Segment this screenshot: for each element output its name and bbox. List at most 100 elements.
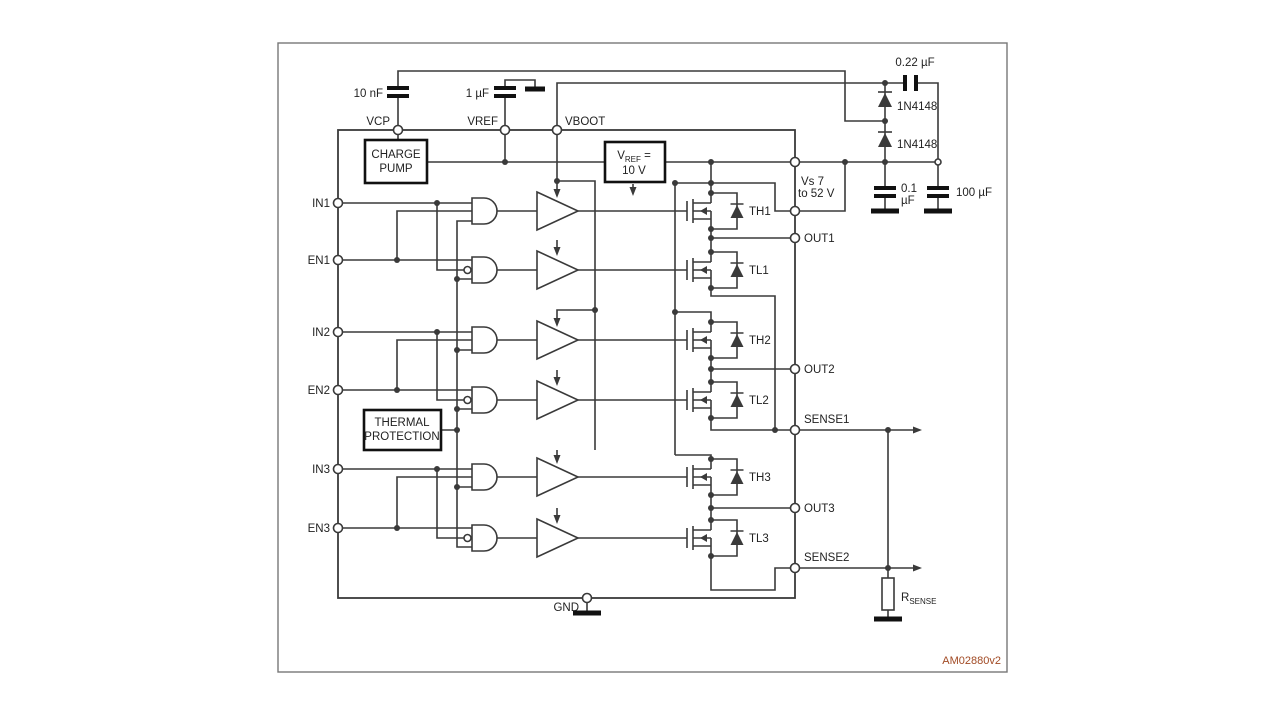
charge-pump-block [363,138,429,185]
value-label-01uf-2: µF [901,195,915,207]
body-diode-tl2 [710,381,745,419]
functional-blocks: CHARGE PUMP VREF = 10 V THERMAL PROTECTI… [362,138,667,452]
pin-label-sense1: SENSE1 [804,414,849,426]
charge-pump-label-2: PUMP [379,163,413,175]
figure-code: AM02880v2 [942,655,1001,667]
pin-label-in3: IN3 [312,464,330,476]
in2-terminal [332,326,344,338]
mosfet-tl2 [686,381,712,419]
buffer-supply-arrow-icon [553,515,561,524]
body-diode-th2 [710,321,745,359]
rsense-resistor [881,577,895,611]
vref-supply-arrow-icon [629,187,637,196]
diode-1n4148-bottom [877,131,893,148]
sense1-arrow-icon [913,426,922,434]
gnd-terminal [581,592,593,604]
supply-label-2: to 52 V [798,188,835,200]
mosfet-th1 [686,192,712,230]
vref-regulator-label-1: VREF = [617,150,651,164]
and-gate-high-2 [471,326,498,354]
capacitor-1uf [492,86,518,98]
vref-regulator-label-2: 10 V [622,165,646,177]
pin-label-gnd: GND [553,602,579,614]
mosfet-tl1 [686,251,712,289]
diode-1n4148-top [877,91,893,108]
value-label-1uf: 1 µF [466,88,489,100]
capacitor-10nf [385,86,411,98]
in1-terminal [332,197,344,209]
mosfet-th3 [686,458,712,496]
value-label-01uf-1: 0.1 [901,183,917,195]
charge-pump-cap-wire [397,70,885,130]
value-label-diode-bottom: 1N4148 [897,139,937,151]
value-label-100uf: 100 µF [956,187,992,199]
vref-cap-wire [504,79,536,130]
body-diode-th3 [710,458,745,496]
capacitor-100uf [925,186,951,198]
vs2-terminal [789,205,801,217]
sense2-terminal [789,562,801,574]
vs-second-pin-loop [795,162,846,212]
pin-label-en2: EN2 [308,385,330,397]
half-bridge-1-wires [710,162,795,431]
charge-pump-label-1: CHARGE [371,149,421,161]
sense2-arrow-icon [913,564,922,572]
capacitor-022uf [903,73,918,93]
value-label-rsense: RSENSE [901,592,936,606]
figure-frame [277,42,1008,673]
label-th3: TH3 [749,472,771,484]
vcp-terminal [392,124,404,136]
buffer-supply-arrow-icon [553,377,561,386]
en1-terminal [332,254,344,266]
value-label-022uf: 0.22 µF [895,57,934,69]
pin-label-out1: OUT1 [804,233,835,245]
vs-distribution [674,182,795,455]
value-label-10nf: 10 nF [354,88,383,100]
thermal-bus [441,220,472,548]
vref-terminal [499,124,511,136]
mosfet-th2 [686,321,712,359]
and-gate-high-3 [471,463,498,491]
sense-wiring [795,429,917,617]
label-th2: TH2 [749,335,771,347]
in3-terminal [332,463,344,475]
vs-terminal [789,156,801,168]
pin-label-in1: IN1 [312,198,330,210]
buffer-supply-arrow-icon [553,247,561,256]
pin-label-vcp: VCP [366,116,390,128]
driver-high-1 [536,191,579,231]
thermal-protection-label-1: THERMAL [375,417,431,429]
labels: VCP VREF VBOOT 10 nF 1 µF 0.22 µF 1N4148… [308,57,1001,667]
en2-terminal [332,384,344,396]
value-label-diode-top: 1N4148 [897,101,937,113]
mosfet-tl3 [686,519,712,557]
pin-label-in2: IN2 [312,327,330,339]
out2-terminal [789,363,801,375]
out1-terminal [789,232,801,244]
body-diode-tl1 [710,251,745,289]
pin-label-out2: OUT2 [804,364,835,376]
driver-low-1 [536,250,579,290]
sense1-terminal [789,424,801,436]
thermal-protection-block [362,408,443,452]
label-th1: TH1 [749,206,771,218]
pin-label-en1: EN1 [308,255,330,267]
channel-1: TH1 TL1 [338,162,795,431]
channel-3: TH3 TL3 [338,454,795,591]
pin-label-out3: OUT3 [804,503,835,515]
pin-label-vboot: VBOOT [565,116,605,128]
capacitor-01uf [872,186,898,198]
internal-supply-rail [397,130,795,163]
driver-low-3 [536,518,579,558]
driver-low-2 [536,380,579,420]
driver-high-2 [536,320,579,360]
junction-dots [394,80,942,571]
thermal-protection-label-2: PROTECTION [364,431,439,443]
pin-label-vref: VREF [467,116,498,128]
body-diode-tl3 [710,519,745,557]
driver-high-3 [536,457,579,497]
pin-label-sense2: SENSE2 [804,552,849,564]
vboot-distribution [556,130,596,461]
